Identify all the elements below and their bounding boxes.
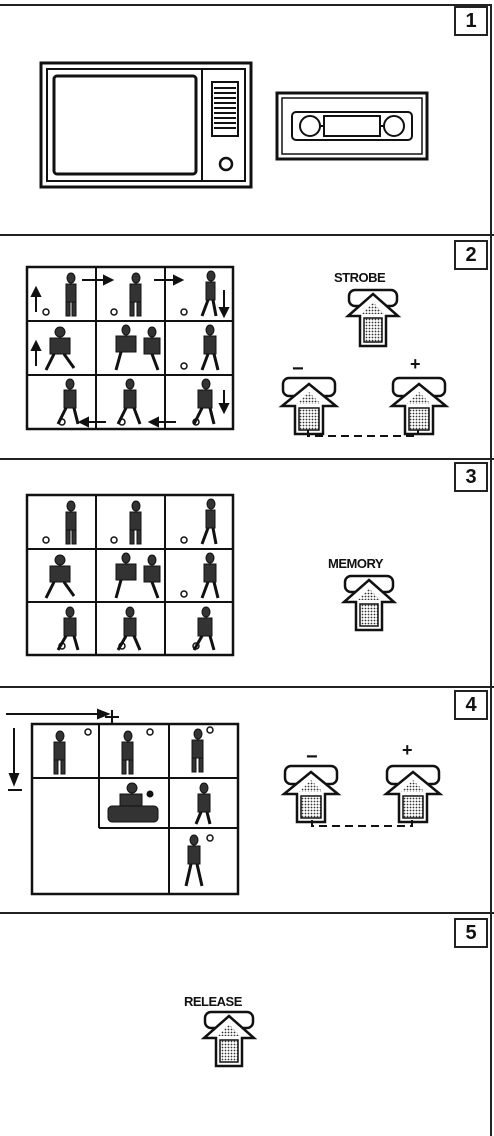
minus-label-4: −: [306, 746, 318, 768]
release-label: RELEASE: [184, 994, 242, 1009]
plus-button-icon-4: [382, 764, 444, 824]
step-number-3: 3: [454, 462, 488, 492]
memory-button-icon: [340, 574, 398, 632]
separator-1-2: [0, 234, 494, 236]
videocassette-icon: [275, 91, 429, 161]
separator-top: [0, 4, 490, 6]
right-border: [490, 4, 492, 1136]
memory-label: MEMORY: [328, 556, 384, 571]
release-button-icon: [200, 1010, 258, 1068]
minus-button-icon-2: [278, 376, 340, 436]
step-number-2: 2: [454, 240, 488, 270]
plus-label-2: +: [410, 354, 421, 374]
memory-frames-grid: [25, 493, 235, 657]
separator-2-3: [0, 458, 494, 460]
scroll-frames-grid: [6, 708, 240, 896]
strobe-label: STROBE: [334, 270, 386, 285]
separator-3-4: [0, 686, 494, 688]
tv-icon: [39, 61, 253, 189]
strobe-frames-grid: [25, 265, 235, 431]
separator-4-5: [0, 912, 494, 914]
minus-button-icon-4: [280, 764, 342, 824]
step-number-1: 1: [454, 6, 488, 36]
plus-label-4: +: [402, 740, 413, 760]
link-dashes-4: [311, 820, 413, 827]
plus-button-icon-2: [388, 376, 450, 436]
minus-label-2: −: [292, 358, 304, 380]
step-number-5: 5: [454, 918, 488, 948]
strobe-button-icon: [344, 288, 402, 348]
link-dashes-2: [307, 430, 419, 437]
step-number-4: 4: [454, 690, 488, 720]
